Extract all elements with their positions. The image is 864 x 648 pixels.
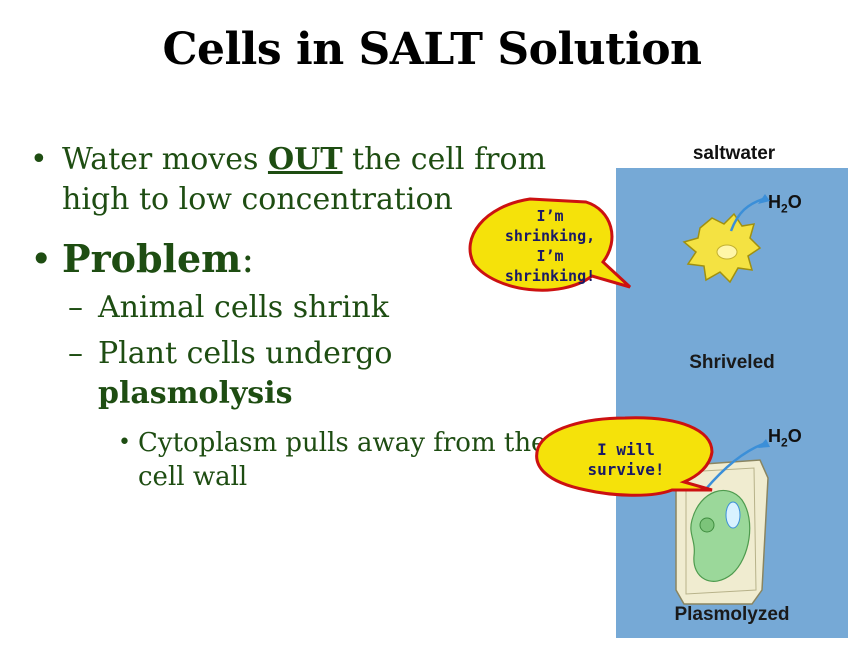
sub-bullet-animal: – Animal cells shrink bbox=[30, 288, 590, 328]
bullet-text-rest: the cell from high to low concentration bbox=[62, 142, 547, 217]
sub-sub-bullet-cytoplasm: • Cytoplasm pulls away from the cell wal… bbox=[30, 426, 590, 494]
sub-sub-bullet-dot: • bbox=[118, 430, 131, 455]
sub-sub-bullet-text: Cytoplasm pulls away from the cell wall bbox=[138, 428, 547, 492]
h2o-label-top: H2O bbox=[768, 192, 802, 216]
sub-bullet-plant: – Plant cells undergo plasmolysis bbox=[30, 334, 590, 414]
bullet-problem: • Problem: bbox=[30, 236, 590, 282]
bullet-dot: • bbox=[30, 237, 53, 281]
bullet-text: Water moves bbox=[62, 142, 268, 177]
shriveled-animal-cell-icon bbox=[682, 212, 762, 284]
slide-title: Cells in SALT Solution bbox=[162, 24, 702, 75]
speech-bubble-survive-text: I will survive! bbox=[587, 440, 665, 479]
water-arrow-top-icon bbox=[729, 197, 764, 232]
plasmolyzed-label: Plasmolyzed bbox=[674, 604, 790, 625]
bullet-keyword-out: OUT bbox=[267, 142, 343, 177]
bullet-water-moves: • Water moves OUT the cell from high to … bbox=[30, 140, 590, 220]
shriveled-label: Shriveled bbox=[689, 352, 775, 373]
speech-bubble-shrinking-icon bbox=[468, 197, 632, 292]
bullet-keyword-problem: Problem bbox=[62, 236, 242, 281]
speech-bubble-survive-icon bbox=[535, 416, 714, 497]
sub-bullet-keyword-plasmolysis: plasmolysis bbox=[98, 376, 293, 411]
sub-bullet-text: Plant cells undergo bbox=[98, 336, 393, 371]
bullet-list: • Water moves OUT the cell from high to … bbox=[30, 140, 590, 494]
plasmolyzed-plant-cell-icon bbox=[675, 459, 769, 605]
bullet-dot: • bbox=[30, 142, 48, 177]
h2o-label-bottom: H2O bbox=[768, 426, 802, 450]
sub-bullet-dash: – bbox=[68, 290, 83, 325]
speech-bubble-shrinking-text: I’m shrinking, I’m shrinking! bbox=[504, 207, 596, 285]
sub-bullet-dash: – bbox=[68, 336, 83, 371]
saltwater-label: saltwater bbox=[692, 143, 776, 164]
water-arrow-bottom-icon bbox=[704, 442, 764, 491]
sub-bullet-text: Animal cells shrink bbox=[98, 290, 389, 325]
bullet-suffix: : bbox=[241, 237, 255, 281]
